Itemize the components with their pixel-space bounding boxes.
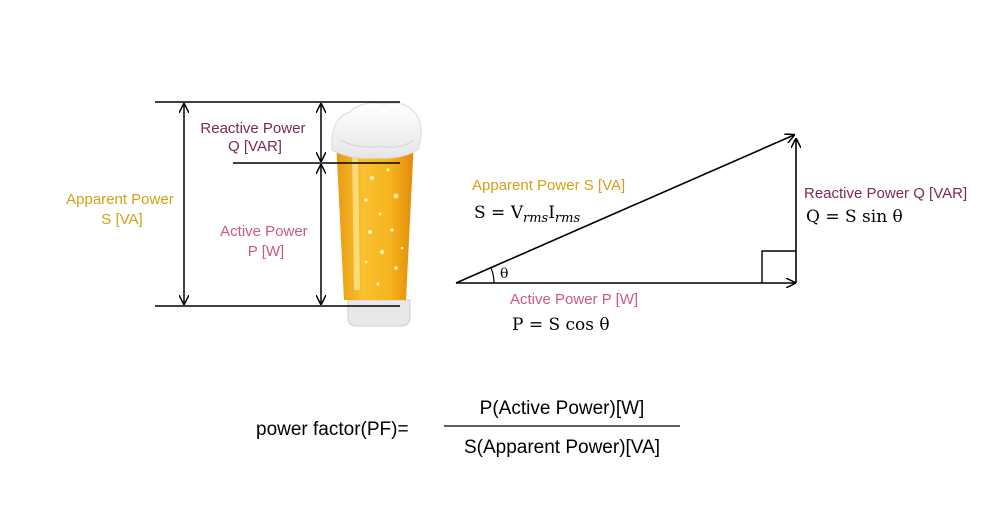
triangle-active-equation: P = S cos θ <box>512 315 610 335</box>
formula-numerator: P(Active Power)[W] <box>480 398 645 419</box>
apparent-power-vector <box>455 135 794 284</box>
triangle-apparent-label: Apparent Power S [VA] <box>472 177 625 194</box>
angle-arc <box>490 267 495 284</box>
beer-foam <box>331 102 422 159</box>
reference-lines <box>155 101 400 307</box>
triangle-apparent-equation: S = VrmsIrms <box>474 203 580 226</box>
left-apparent-label: Apparent Power S [VA] <box>66 191 178 228</box>
formula-denominator: S(Apparent Power)[VA] <box>464 437 660 458</box>
angle-theta: θ <box>500 266 508 282</box>
power-triangle <box>455 135 796 284</box>
triangle-reactive-equation: Q = S sin θ <box>806 207 903 227</box>
triangle-active-label: Active Power P [W] <box>510 291 638 308</box>
triangle-reactive-label: Reactive Power Q [VAR] <box>804 185 967 202</box>
left-reactive-label: Reactive Power Q [VAR] <box>200 120 309 155</box>
beer-liquid <box>336 140 414 300</box>
left-active-label: Active Power P [W] <box>220 223 312 260</box>
formula-lhs: power factor(PF)= <box>256 419 409 440</box>
beer-glass-illustration <box>331 102 422 327</box>
right-angle-marker <box>761 250 796 283</box>
